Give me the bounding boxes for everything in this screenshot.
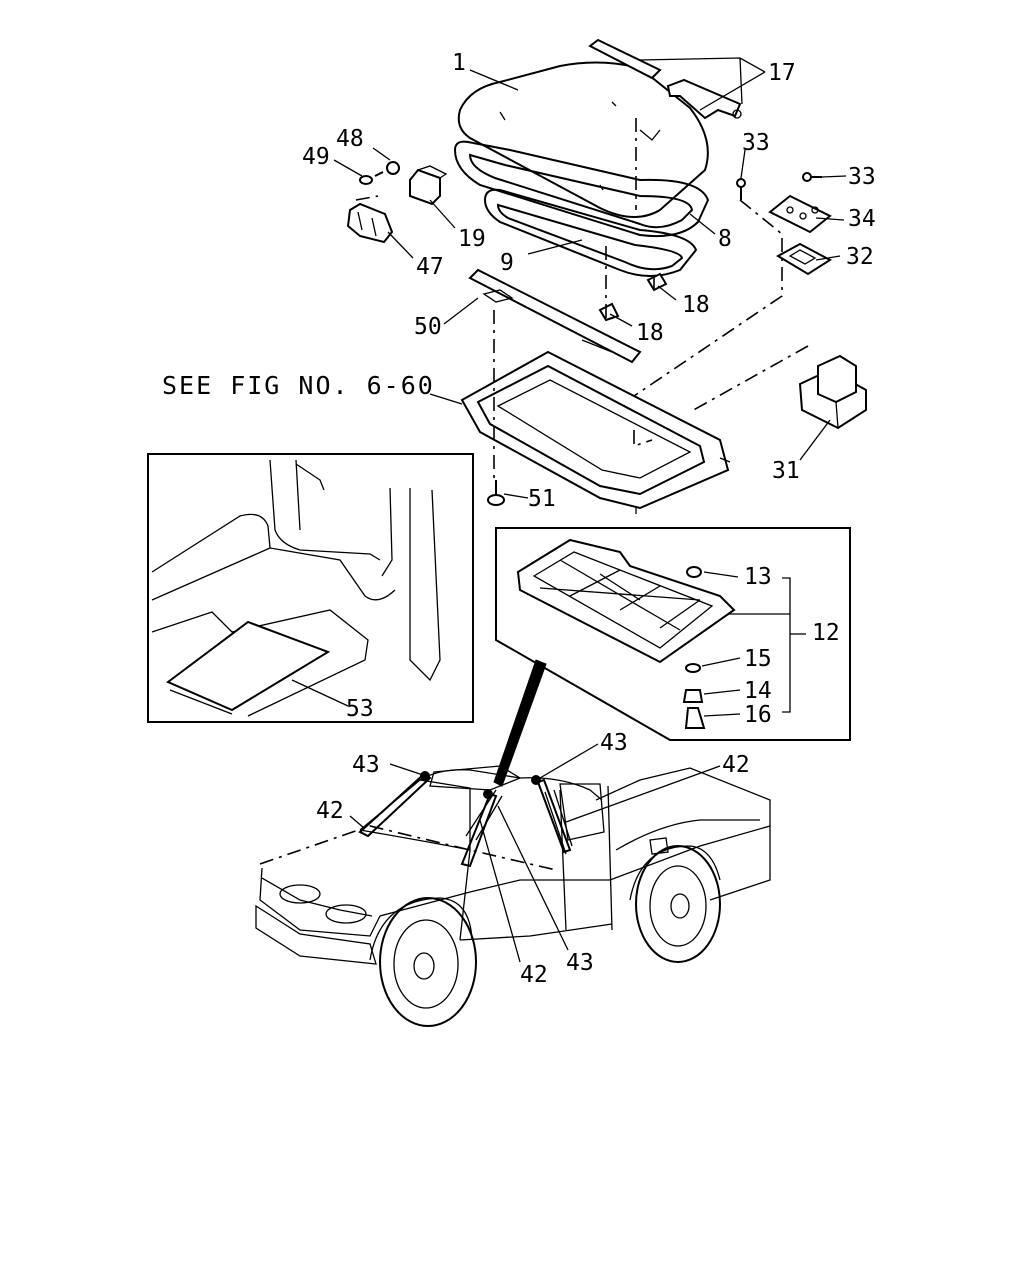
deflector-strip	[588, 38, 742, 120]
callout-33b: 33	[848, 164, 876, 190]
bolt-51	[487, 480, 505, 506]
alignment-lines	[355, 118, 809, 482]
leader-lines	[291, 57, 847, 963]
callout-8: 8	[718, 226, 732, 252]
callout-43b: 43	[600, 730, 628, 756]
callout-42b: 42	[722, 752, 750, 778]
callout-15: 15	[744, 646, 772, 672]
callout-19: 19	[458, 226, 486, 252]
screw-33-left	[736, 178, 746, 200]
motor-31	[798, 354, 867, 430]
callout-43a: 43	[352, 752, 380, 778]
callout-12: 12	[812, 620, 840, 646]
front-trim-50	[468, 268, 642, 364]
callout-47: 47	[416, 254, 444, 280]
callout-34: 34	[848, 206, 876, 232]
callout-labels: SEE FIG NO. 6-60 1 17 48 49 33 33 34 19 …	[162, 50, 876, 988]
clip-13	[686, 566, 702, 578]
callout-49: 49	[302, 144, 330, 170]
plate-34	[768, 194, 832, 234]
callout-51: 51	[528, 486, 556, 512]
clip-18-right	[646, 272, 668, 292]
interior-inset	[147, 453, 474, 723]
callout-42c: 42	[520, 962, 548, 988]
callout-17: 17	[768, 60, 796, 86]
pointer-wedge	[493, 659, 547, 787]
sunshade-inset	[495, 527, 851, 741]
callout-9: 9	[500, 250, 514, 276]
lock-bracket	[409, 165, 448, 206]
roof-frame	[460, 350, 731, 514]
callout-48: 48	[336, 126, 364, 152]
callout-18a: 18	[682, 292, 710, 318]
grommet-14	[682, 689, 704, 703]
screw-33-right	[802, 172, 822, 182]
washer-49	[359, 175, 373, 185]
weatherstrip	[483, 188, 698, 277]
callout-53: 53	[346, 696, 374, 722]
callout-31: 31	[772, 458, 800, 484]
callout-33a: 33	[742, 130, 770, 156]
truck-illustration	[255, 765, 771, 1027]
callout-13: 13	[744, 564, 772, 590]
reference-note: SEE FIG NO. 6-60	[162, 371, 435, 400]
washer-15	[685, 663, 701, 673]
callout-50: 50	[414, 314, 442, 340]
callout-42a: 42	[316, 798, 344, 824]
pin-16	[684, 707, 706, 729]
callout-18b: 18	[636, 320, 664, 346]
frame-seal	[453, 140, 710, 238]
callout-14: 14	[744, 678, 772, 704]
latch-32	[775, 242, 832, 276]
callout-1: 1	[452, 50, 466, 76]
glass-panel	[457, 61, 709, 219]
latch-handle	[346, 202, 394, 244]
callout-43c: 43	[566, 950, 594, 976]
screw-48	[374, 161, 400, 177]
callout-32: 32	[846, 244, 874, 270]
callout-16: 16	[744, 702, 772, 728]
